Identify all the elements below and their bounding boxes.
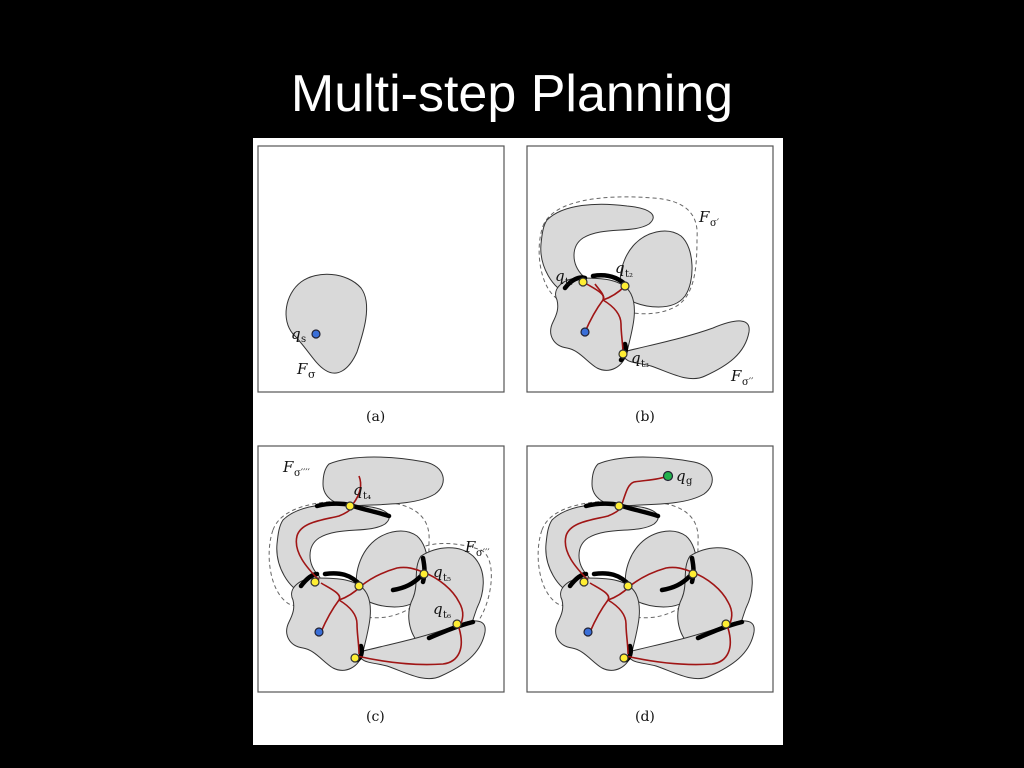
planning-figure: q s F σ (a) F σ′ F σ′′ q t₁ q t₂ xyxy=(253,138,783,745)
label-qg-sub: g xyxy=(686,476,693,487)
caption-b: (b) xyxy=(635,409,655,425)
goal-node-qg xyxy=(662,470,674,482)
transition-edge xyxy=(390,573,424,593)
edge-path xyxy=(625,627,732,666)
transition-node-qt3 xyxy=(618,349,628,359)
edge-path xyxy=(629,566,693,587)
edge-path xyxy=(360,566,424,587)
transition-node xyxy=(721,619,731,629)
start-node xyxy=(314,627,324,637)
label-qt4-sub: t₄ xyxy=(363,491,371,502)
transition-node xyxy=(354,581,364,591)
region-start xyxy=(555,577,640,671)
transition-edge xyxy=(659,573,693,593)
start-node xyxy=(583,627,593,637)
label-qt1-sub: t₁ xyxy=(565,277,573,288)
edge-path xyxy=(338,599,360,655)
label-qt1: q xyxy=(555,267,565,285)
label-F-sigma-prime-sub: σ′ xyxy=(710,218,720,229)
transition-node-qt4 xyxy=(345,501,355,511)
panel-d: q g (d) xyxy=(526,445,774,725)
region-goal xyxy=(591,456,713,507)
label-qg: q xyxy=(676,467,686,485)
label-F-sigma-sub: σ xyxy=(308,368,316,381)
region-F-sigma-4prime xyxy=(322,456,444,507)
label-F-sigma-4prime: F xyxy=(282,458,294,476)
transition-node xyxy=(310,577,320,587)
region-low xyxy=(358,620,486,680)
planning-diagram: q s F σ (a) F σ′ F σ′′ q t₁ q t₂ xyxy=(257,145,774,725)
label-F-sigma-3prime-sub: σ′′′ xyxy=(476,548,490,559)
transition-node-qt1 xyxy=(578,277,588,287)
region-F-sigma xyxy=(285,273,368,374)
edge-path xyxy=(352,475,362,505)
label-qt3-sub: t₃ xyxy=(641,359,649,370)
transition-node-qt5 xyxy=(419,569,429,579)
label-qt3: q xyxy=(631,349,641,367)
region-low xyxy=(627,620,755,680)
caption-d: (d) xyxy=(635,709,655,725)
label-qt6-sub: t₆ xyxy=(443,610,451,621)
start-node xyxy=(580,327,590,337)
edge-path xyxy=(594,283,605,301)
label-F-sigma-prime: F xyxy=(698,208,710,226)
transition-node xyxy=(579,577,589,587)
edge-path xyxy=(602,299,624,355)
label-qt2-sub: t₂ xyxy=(625,269,633,280)
panel-b: F σ′ F σ′′ q t₁ q t₂ q t₃ (b) xyxy=(526,145,774,425)
transition-edge xyxy=(298,571,320,589)
region-low xyxy=(622,320,750,380)
panel-a: q s F σ (a) xyxy=(257,145,505,425)
transition-node-qt2 xyxy=(620,281,630,291)
edge-path xyxy=(691,571,733,629)
transition-node xyxy=(688,569,698,579)
region-start xyxy=(286,577,371,671)
transition-node xyxy=(614,501,624,511)
label-F-sigma-4prime-sub: σ′′′′ xyxy=(294,468,311,479)
slide-title: Multi-step Planning xyxy=(290,65,734,123)
transition-node xyxy=(350,653,360,663)
caption-a: (a) xyxy=(366,409,385,425)
edge-path xyxy=(356,627,463,666)
transition-edge xyxy=(695,619,745,641)
label-qt2: q xyxy=(615,259,625,277)
label-F-sigma-3prime: F xyxy=(464,538,476,556)
label-F-sigma-dprime: F xyxy=(730,367,742,385)
transition-edge-t6 xyxy=(426,619,476,641)
edge-path-to-goal xyxy=(621,475,669,505)
caption-c: (c) xyxy=(366,709,385,725)
label-qt5-sub: t₅ xyxy=(443,573,451,584)
label-qs: q xyxy=(291,325,301,343)
start-node-qs xyxy=(311,329,321,339)
panel-a-frame xyxy=(257,145,505,393)
label-qt4: q xyxy=(353,481,363,499)
region-top xyxy=(540,203,654,295)
transition-node-qt6 xyxy=(452,619,462,629)
transition-edge xyxy=(567,571,589,589)
edge-path xyxy=(607,599,629,655)
label-F-sigma-dprime-sub: σ′′ xyxy=(742,377,754,388)
panel-c: F σ′′′′ F σ′′′ q t₄ q t₅ q t₆ (c) xyxy=(257,445,505,725)
label-qt6: q xyxy=(433,600,443,618)
label-F-sigma: F xyxy=(296,360,308,378)
label-qs-sub: s xyxy=(301,334,306,345)
label-qt5: q xyxy=(433,563,443,581)
transition-node xyxy=(619,653,629,663)
edge-path xyxy=(422,571,464,629)
transition-node xyxy=(623,581,633,591)
